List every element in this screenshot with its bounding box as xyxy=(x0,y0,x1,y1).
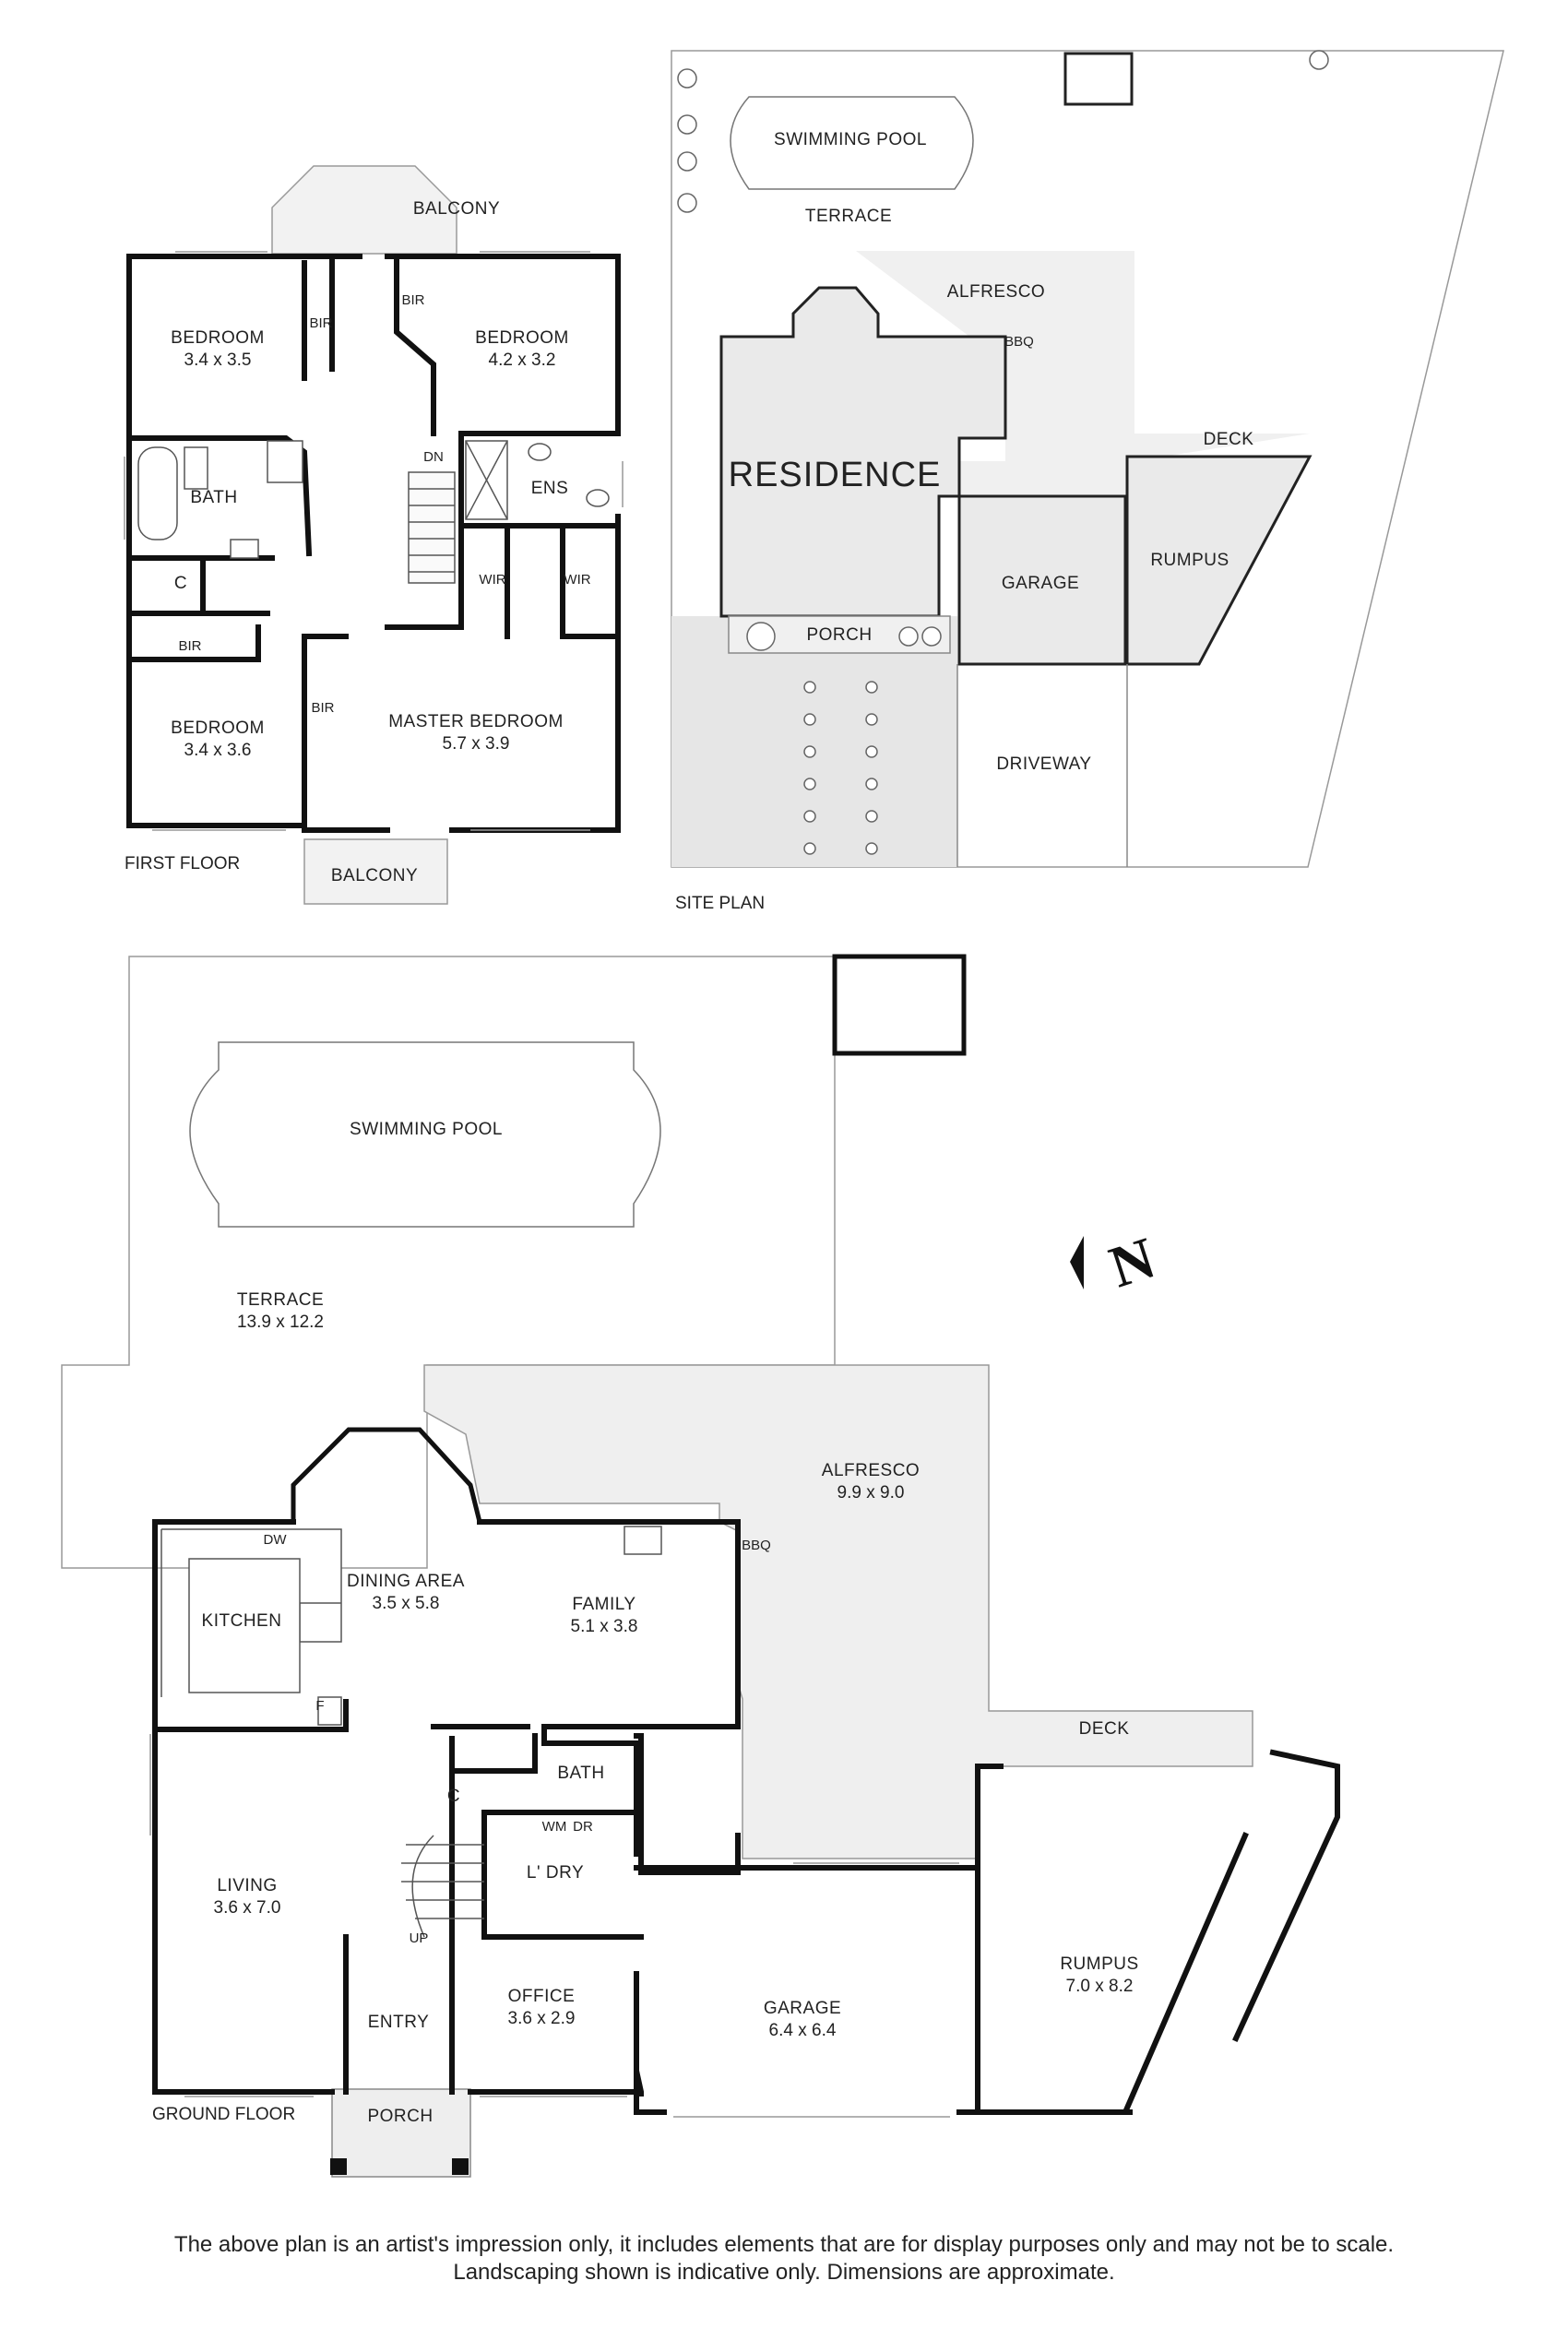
sp-terrace-label: TERRACE xyxy=(805,207,892,226)
sp-alfresco-label: ALFRESCO xyxy=(947,282,1045,302)
gf-rumpus-label: RUMPUS xyxy=(1060,1954,1138,1974)
gf-kitchen-label: KITCHEN xyxy=(202,1611,282,1631)
ff-bedroom-ne-dim: 4.2 x 3.2 xyxy=(489,350,556,370)
north-arrow-icon xyxy=(1070,1236,1084,1289)
gf-pool-label: SWIMMING POOL xyxy=(350,1120,503,1139)
ff-master-dim: 5.7 x 3.9 xyxy=(443,734,510,754)
ff-bedroom-nw-dim: 3.4 x 3.5 xyxy=(184,350,252,370)
sp-residence-label: RESIDENCE xyxy=(729,456,942,494)
ff-master-label: MASTER BEDROOM xyxy=(388,712,564,731)
gf-wm-label: WM xyxy=(542,1819,567,1835)
gf-living-label: LIVING xyxy=(217,1876,277,1895)
gf-caption: GROUND FLOOR xyxy=(152,2105,295,2124)
ff-bir-4-label: BIR xyxy=(311,700,334,716)
gf-office-dim: 3.6 x 2.9 xyxy=(508,2009,576,2028)
ff-dn-label: DN xyxy=(423,449,444,465)
disclaimer-line-1: The above plan is an artist's impression… xyxy=(173,2232,1395,2257)
gf-living-dim: 3.6 x 7.0 xyxy=(214,1898,281,1918)
sp-pool-label: SWIMMING POOL xyxy=(774,130,927,149)
ff-balcony-bottom-label: BALCONY xyxy=(331,866,418,885)
gf-alfresco-dim: 9.9 x 9.0 xyxy=(837,1483,905,1503)
gf-f-label: F xyxy=(315,1698,324,1714)
gf-ldry-label: L' DRY xyxy=(527,1863,584,1883)
ff-wir-1-label: WIR xyxy=(479,572,505,588)
sp-driveway-label: DRIVEWAY xyxy=(996,754,1091,774)
gf-dining-label: DINING AREA xyxy=(347,1572,465,1591)
disclaimer-line-2: Landscaping shown is indicative only. Di… xyxy=(453,2260,1115,2285)
ff-bedroom-nw-label: BEDROOM xyxy=(171,328,265,348)
gf-entry-label: ENTRY xyxy=(368,2013,430,2032)
ff-bedroom-ne-label: BEDROOM xyxy=(475,328,569,348)
sp-deck-label: DECK xyxy=(1204,430,1254,449)
compass-letter: N xyxy=(1102,1225,1163,1301)
north-compass: N xyxy=(1070,1225,1163,1301)
sp-garage-label: GARAGE xyxy=(1002,574,1079,593)
gf-dr-label: DR xyxy=(573,1819,593,1835)
ff-bir-3-label: BIR xyxy=(178,638,201,654)
gf-terrace-dim: 13.9 x 12.2 xyxy=(237,1313,324,1332)
gf-rumpus-dim: 7.0 x 8.2 xyxy=(1066,1977,1134,1996)
ff-bir-2-label: BIR xyxy=(401,292,424,308)
gf-garage-label: GARAGE xyxy=(764,1999,841,2018)
gf-garage-dim: 6.4 x 6.4 xyxy=(769,2021,837,2040)
ff-wir-2-label: WIR xyxy=(564,572,590,588)
gf-bath-label: BATH xyxy=(557,1764,604,1783)
gf-up-label: UP xyxy=(410,1930,429,1946)
ff-bir-1-label: BIR xyxy=(309,315,332,331)
ff-ens-label: ENS xyxy=(531,479,569,498)
ff-bath-label: BATH xyxy=(190,488,237,507)
ff-caption: FIRST FLOOR xyxy=(125,854,240,873)
ff-bedroom-sw-dim: 3.4 x 3.6 xyxy=(184,741,252,760)
ground-floor-plan: SWIMMING POOL TERRACE 13.9 x 12.2 ALFRES… xyxy=(61,954,1340,2178)
sp-bbq-label: BBQ xyxy=(1004,334,1034,350)
first-floor-plan: BALCONY BEDROOM 3.4 x 3.5 BEDROOM 4.2 x … xyxy=(124,165,624,905)
gf-alfresco-label: ALFRESCO xyxy=(822,1461,920,1480)
ff-balcony-top-label: BALCONY xyxy=(413,199,500,219)
ff-bedroom-sw-label: BEDROOM xyxy=(171,719,265,738)
site-plan: SWIMMING POOL TERRACE ALFRESCO BBQ RESID… xyxy=(671,50,1504,913)
gf-c-label: C xyxy=(447,1787,460,1806)
ff-c-label: C xyxy=(174,574,187,593)
gf-bbq-label: BBQ xyxy=(742,1538,771,1553)
sp-rumpus-label: RUMPUS xyxy=(1150,551,1229,570)
gf-deck-label: DECK xyxy=(1079,1719,1130,1739)
gf-porch-label: PORCH xyxy=(367,2107,433,2126)
sp-caption: SITE PLAN xyxy=(675,894,765,913)
gf-dw-label: DW xyxy=(264,1532,288,1548)
gf-family-dim: 5.1 x 3.8 xyxy=(571,1617,638,1636)
gf-terrace-label: TERRACE xyxy=(237,1290,324,1310)
gf-dining-dim: 3.5 x 5.8 xyxy=(373,1594,440,1613)
sp-porch-label: PORCH xyxy=(806,625,872,645)
gf-family-label: FAMILY xyxy=(572,1595,636,1614)
gf-office-label: OFFICE xyxy=(508,1987,576,2006)
